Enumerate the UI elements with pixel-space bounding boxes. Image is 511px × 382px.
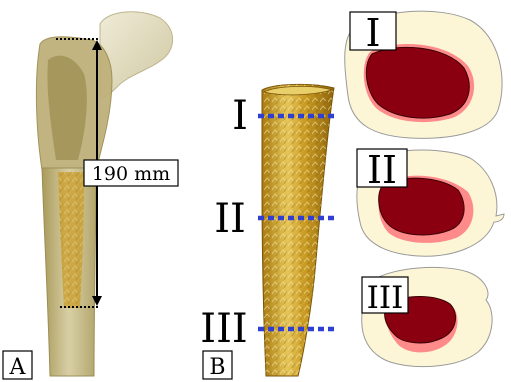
measurement-label: 190 mm (92, 163, 170, 185)
level-label-i: I (232, 93, 248, 139)
cross-section-i: I (345, 11, 502, 138)
panel-a-femur: 190 mm A (3, 12, 178, 380)
section-i-label: I (365, 11, 380, 55)
section-iii-label: III (367, 280, 404, 316)
level-label-iii: III (200, 306, 247, 352)
panel-a-label: A (9, 355, 27, 380)
level-label-ii: II (214, 196, 246, 242)
section-ii-label: II (367, 148, 397, 192)
panel-b-label: B (209, 355, 225, 380)
cross-section-iii: III (362, 267, 492, 366)
cross-section-ii: II (357, 148, 504, 256)
panel-b-implant: I II III B (200, 84, 338, 380)
